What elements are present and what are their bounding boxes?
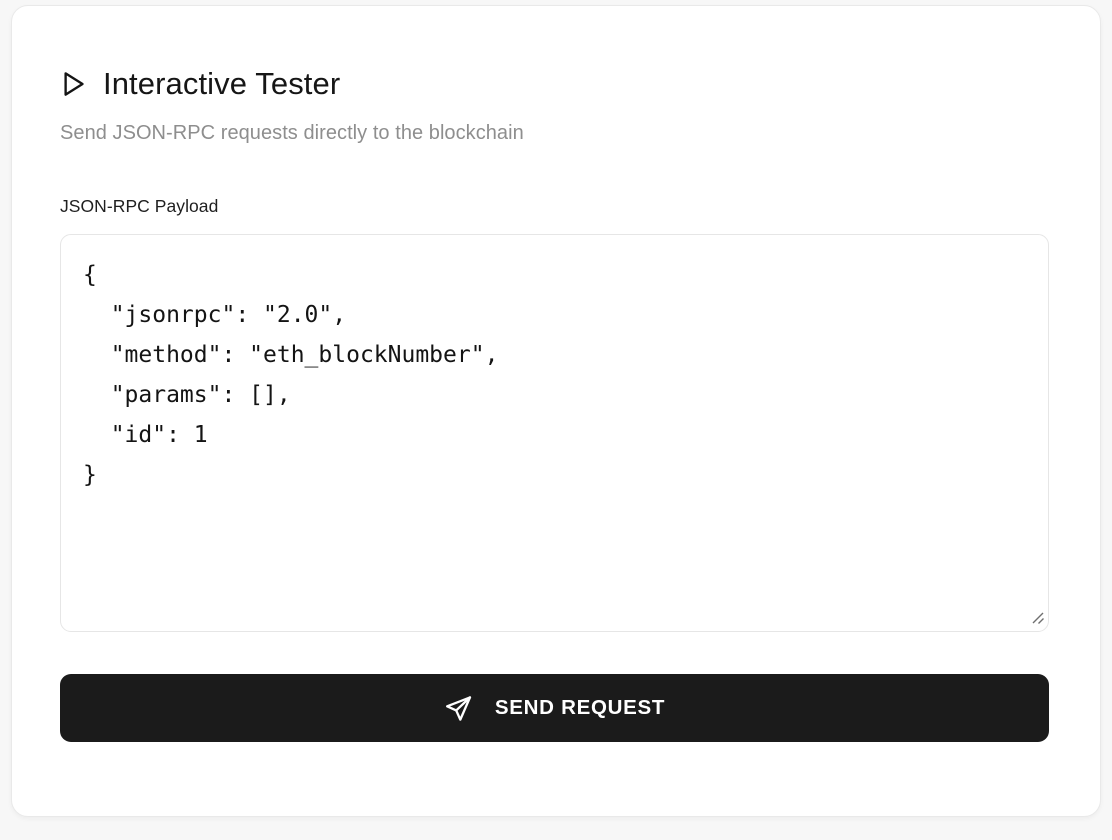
json-rpc-payload-input[interactable]	[60, 234, 1049, 632]
card-content: Interactive Tester Send JSON-RPC request…	[60, 61, 1052, 742]
send-request-label: SEND REQUEST	[494, 695, 666, 719]
send-request-button[interactable]: SEND REQUEST	[60, 674, 1049, 742]
interactive-tester-card: Interactive Tester Send JSON-RPC request…	[11, 5, 1101, 817]
payload-input-wrapper	[60, 234, 1052, 632]
page-title: Interactive Tester	[103, 65, 341, 101]
play-triangle-icon	[64, 72, 84, 96]
card-subtitle: Send JSON-RPC requests directly to the b…	[60, 122, 524, 144]
send-paper-plane-icon	[445, 695, 472, 721]
payload-field-label: JSON-RPC Payload	[60, 196, 219, 216]
card-header: Interactive Tester	[60, 61, 1052, 105]
